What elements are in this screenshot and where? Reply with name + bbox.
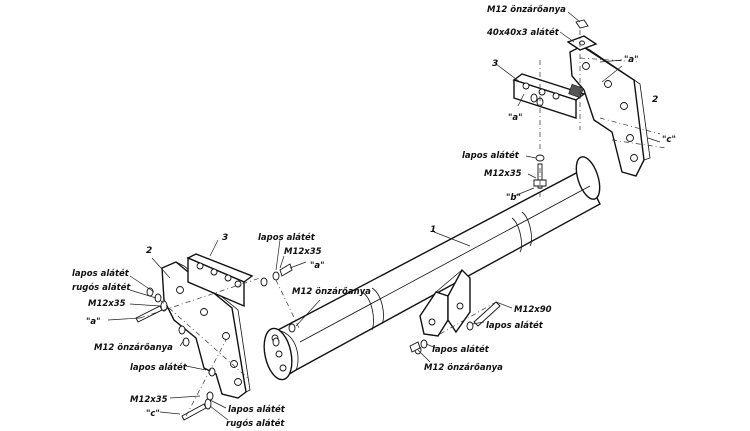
right-side-bracket <box>569 45 651 177</box>
top-nut <box>575 19 589 29</box>
label-left-washer2: lapos alátét <box>130 362 188 373</box>
hardware-left <box>135 263 296 421</box>
labels: M12 önzárőanya 40x40x3 alátét 3 "a" 2 "a… <box>72 5 676 429</box>
alignment-lines <box>139 30 667 417</box>
label-left-washer: lapos alátét <box>72 268 130 279</box>
label-left-a: "a" <box>86 317 101 327</box>
label-part-3-right: 3 <box>492 59 498 69</box>
leader-lines <box>107 11 661 421</box>
label-right-c: "c" <box>662 135 676 145</box>
label-bottom-washer: lapos alátét <box>228 404 286 415</box>
label-left-nut: M12 önzárőanya <box>94 343 173 353</box>
label-part-2-left: 2 <box>146 246 152 256</box>
top-square-plate <box>566 35 598 51</box>
label-right-a2: "a" <box>508 113 523 123</box>
label-right-b: "b" <box>506 193 521 203</box>
hardware-right <box>409 93 547 355</box>
label-br-washer2: lapos alátét <box>432 344 490 355</box>
label-br-washer: lapos alátét <box>486 320 544 331</box>
label-right-bolt: M12x35 <box>484 169 522 179</box>
label-center-a: "a" <box>310 261 325 271</box>
label-center-washer: lapos alátét <box>258 232 316 243</box>
label-part-1: 1 <box>430 225 436 235</box>
label-center-nut: M12 önzárőanya <box>292 287 371 297</box>
label-bottom-spring: rugós alátét <box>226 418 285 429</box>
label-top-nut: M12 önzárőanya <box>487 5 566 15</box>
label-left-bolt2: M12x35 <box>130 395 168 405</box>
cross-beam <box>263 156 601 381</box>
label-left-c: "c" <box>146 409 160 419</box>
right-spacer-plate <box>512 73 586 119</box>
label-left-spring: rugós alátét <box>72 282 131 293</box>
label-bolt-m12x90: M12x90 <box>514 305 552 315</box>
label-top-plate: 40x40x3 alátét <box>486 27 560 38</box>
label-right-a: "a" <box>624 55 639 65</box>
label-right-washer: lapos alátét <box>462 150 520 161</box>
left-side-bracket <box>161 261 251 399</box>
label-part-2-right: 2 <box>652 95 658 105</box>
ball-mount-bracket <box>419 268 471 337</box>
label-part-3-left: 3 <box>222 233 228 243</box>
label-left-bolt: M12x35 <box>88 299 126 309</box>
left-spacer-plate <box>186 253 254 308</box>
label-center-bolt: M12x35 <box>284 247 322 257</box>
label-br-nut: M12 önzárőanya <box>424 363 503 373</box>
